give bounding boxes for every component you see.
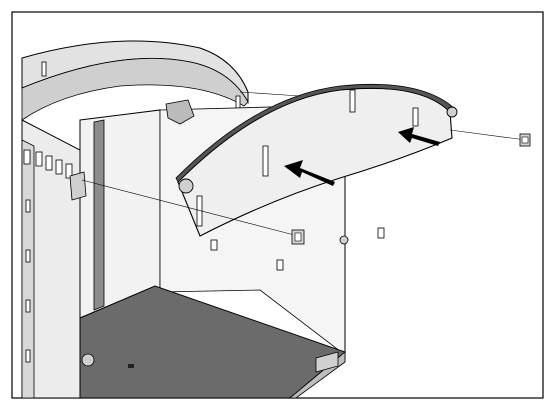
- left-wall-slots: [23, 149, 73, 363]
- assembly-drawing: [21, 40, 531, 399]
- hinge-bracket: [165, 99, 195, 125]
- bracket-clip-icon: [291, 229, 305, 245]
- back-wall: [79, 109, 161, 319]
- back-corner-post: [93, 119, 105, 311]
- left-connector: [69, 171, 87, 201]
- left-wall-edge: [21, 139, 35, 399]
- bracket-clip-icon: [519, 133, 531, 147]
- guide-line-right: [449, 129, 527, 141]
- guide-line-left: [81, 179, 299, 237]
- back-roof-underside: [21, 58, 249, 121]
- push-arrow-icon: [284, 160, 335, 186]
- guide-line-top: [239, 91, 301, 97]
- push-arrow-icon: [398, 127, 440, 146]
